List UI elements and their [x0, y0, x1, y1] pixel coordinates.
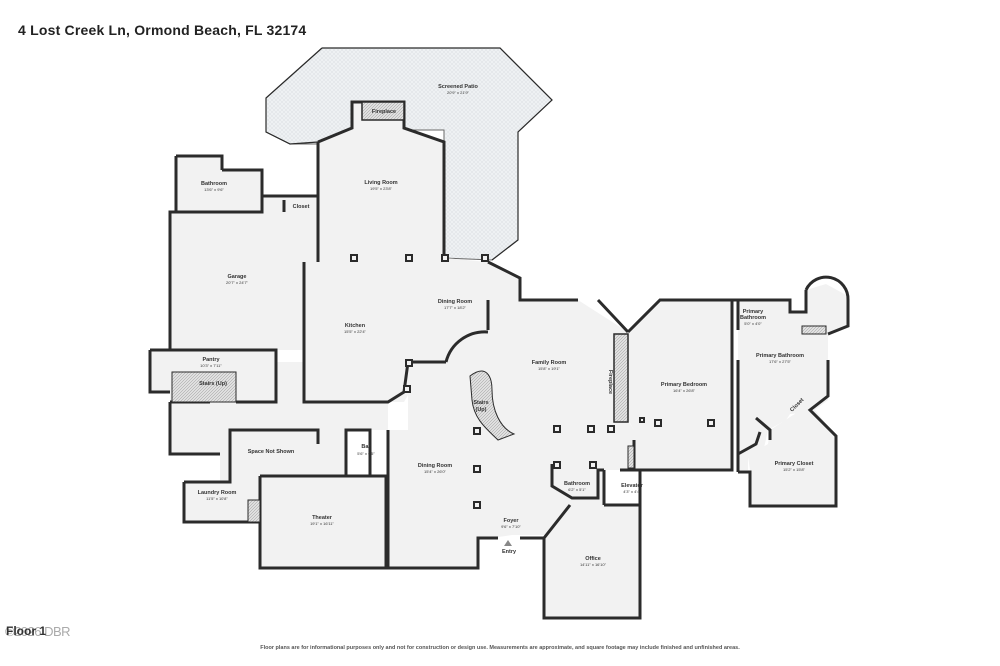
label-closet-1: Closet [293, 204, 310, 210]
label-stairs-2: Stairs [473, 400, 488, 406]
label-primary-closet: Primary Closet [775, 461, 814, 467]
svg-text:20'9" x 21'9": 20'9" x 21'9" [447, 90, 470, 95]
svg-text:16'4" x 26'8": 16'4" x 26'8" [673, 388, 696, 393]
office-area [544, 505, 640, 618]
svg-text:15'8" x 19'1": 15'8" x 19'1" [538, 366, 561, 371]
svg-text:19'5" x 23'8": 19'5" x 23'8" [370, 186, 393, 191]
door-hatch [627, 445, 635, 469]
label-dining-room-2: Dining Room [418, 463, 452, 469]
svg-text:20'7" x 24'7": 20'7" x 24'7" [226, 280, 249, 285]
svg-text:17'6" x 27'5": 17'6" x 27'5" [769, 359, 792, 364]
theater-area [260, 476, 386, 568]
label-living-room: Living Room [364, 180, 397, 186]
label-garage: Garage [228, 274, 247, 280]
bath-hatch [801, 325, 827, 335]
floor-label: Floor 1 [6, 624, 47, 638]
label-bathroom-1: Bathroom [201, 181, 227, 187]
svg-text:5'6" x 6'5": 5'6" x 6'5" [357, 451, 375, 456]
svg-text:4'3" x 4'4": 4'3" x 4'4" [623, 489, 641, 494]
svg-text:5'0" x 4'0": 5'0" x 4'0" [744, 321, 762, 326]
svg-text:19'1" x 16'11": 19'1" x 16'11" [310, 521, 334, 526]
watermark: ©2026 DBR [5, 624, 71, 639]
svg-text:6'2" x 5'1": 6'2" x 5'1" [568, 487, 586, 492]
curved-staircase [469, 370, 516, 441]
laundry-hatch [247, 499, 261, 523]
svg-text:15'5" x 22'4": 15'5" x 22'4" [344, 329, 367, 334]
kitchen-area [304, 262, 488, 402]
primary-closet-area [748, 404, 836, 506]
svg-text:17'7" x 18'2": 17'7" x 18'2" [444, 305, 467, 310]
label-office: Office [585, 556, 601, 562]
label-bar: Bar [361, 444, 371, 450]
stairs-1 [171, 371, 237, 403]
label-stairs-1: Stairs (Up) [199, 381, 227, 387]
svg-text:10'3" x 7'11": 10'3" x 7'11" [200, 363, 222, 368]
label-fireplace-side: Fireplace [607, 370, 613, 394]
label-pantry: Pantry [202, 357, 220, 363]
fireplace-side [613, 333, 629, 423]
fireplace-top [361, 101, 405, 121]
walls [148, 100, 850, 620]
label-laundry-room: Laundry Room [198, 490, 237, 496]
label-foyer: Foyer [504, 518, 520, 524]
label-family-room: Family Room [532, 360, 567, 366]
west-wing-area [170, 392, 388, 522]
label-primary-bathroom: Primary Bathroom [756, 353, 804, 359]
label-screened-patio: Screened Patio [438, 84, 478, 90]
label-dining-room-1: Dining Room [438, 299, 472, 305]
entry-arrow-icon [504, 540, 512, 546]
label-primary-bedroom: Primary Bedroom [661, 382, 707, 388]
disclaimer: Floor plans are for informational purpos… [260, 645, 740, 651]
svg-text:15'4" x 26'0": 15'4" x 26'0" [424, 469, 447, 474]
svg-text:14'11" x 16'10": 14'11" x 16'10" [580, 562, 607, 567]
svg-text:Bathroom: Bathroom [740, 315, 766, 321]
garage-area [170, 196, 318, 350]
label-elevator: Elevator [621, 483, 644, 489]
svg-text:11'5" x 10'8": 11'5" x 10'8" [206, 496, 228, 501]
svg-text:15'2" x 15'8": 15'2" x 15'8" [783, 467, 806, 472]
label-primary-bathroom-small: Primary [743, 309, 764, 315]
primary-bedroom-area [628, 300, 732, 470]
columns [350, 254, 715, 509]
svg-text:13'6" x 9'6": 13'6" x 9'6" [204, 187, 224, 192]
label-theater: Theater [312, 515, 333, 521]
label-fireplace-top: Fireplace [372, 109, 396, 115]
page-title: 4 Lost Creek Ln, Ormond Beach, FL 32174 [18, 22, 307, 38]
svg-text:9'6" x 7'10": 9'6" x 7'10" [501, 524, 521, 529]
label-space-not-shown: Space Not Shown [248, 449, 295, 455]
label-kitchen: Kitchen [345, 323, 366, 329]
label-bathroom-2: Bathroom [564, 481, 590, 487]
svg-text:(Up): (Up) [476, 407, 487, 413]
label-entry: Entry [502, 549, 517, 555]
